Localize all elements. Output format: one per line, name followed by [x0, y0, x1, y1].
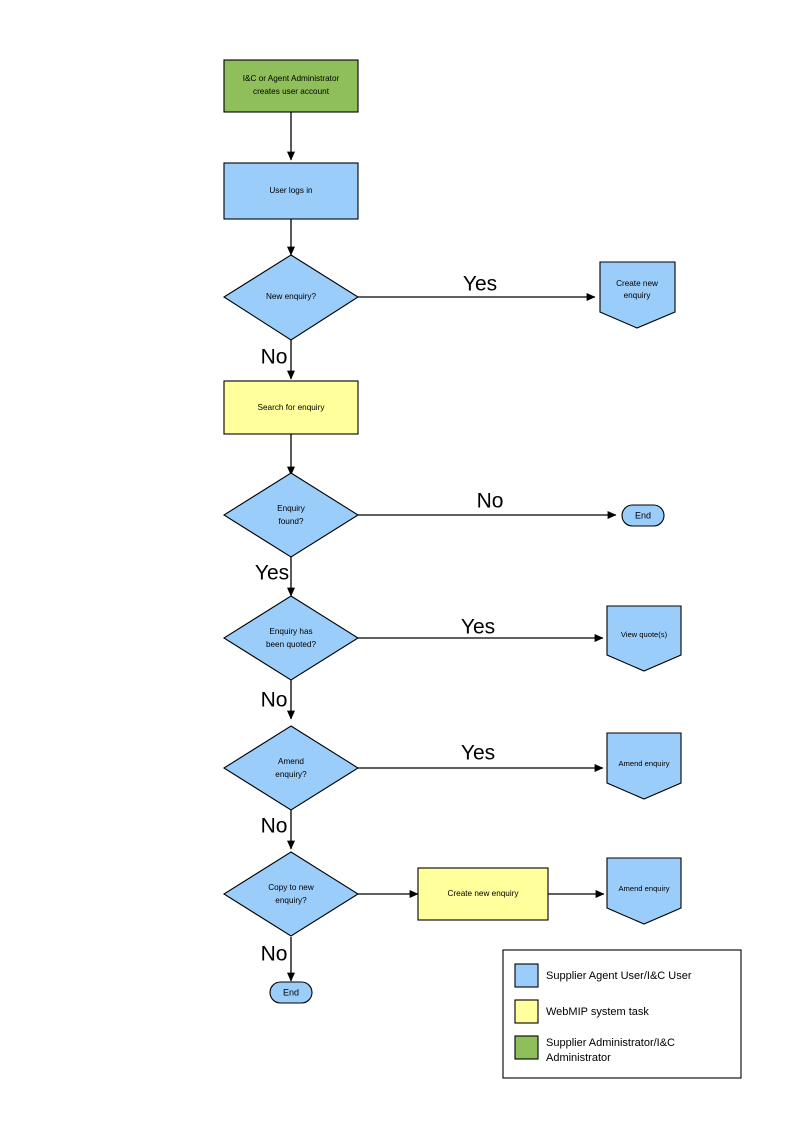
create-new-enquiry-top-shape[interactable]	[599, 261, 676, 329]
create-new-enquiry-bottom-shape[interactable]	[417, 867, 549, 921]
end-bottom-shape[interactable]	[269, 981, 313, 1004]
node-copy-to-new-enquiry-decision[interactable]: Copy to new enquiry?	[222, 851, 360, 937]
amend-enquiry-decision-label-line1: Amend	[278, 757, 304, 766]
node-end-bottom[interactable]: End	[269, 981, 313, 1004]
edge-label-enquiry-quoted-no: No	[261, 689, 288, 712]
view-quotes-label: View quote(s)	[621, 630, 668, 639]
node-end-top[interactable]: End	[621, 504, 665, 527]
edge-label-new-enquiry-no: No	[261, 346, 288, 369]
end-top-label: End	[635, 510, 651, 520]
enquiry-quoted-decision-label-line2: been quoted?	[266, 640, 317, 649]
edge-label-amend-enquiry-no: No	[261, 815, 288, 838]
legend-item-admin: Supplier Administrator/I&C Administrator	[514, 1035, 675, 1064]
user-logs-in-shape[interactable]	[223, 162, 359, 220]
end-top-shape[interactable]	[621, 504, 665, 527]
edge-label-enquiry-quoted-yes: Yes	[461, 616, 495, 639]
new-enquiry-decision-label: New enquiry?	[266, 292, 317, 301]
amend-enquiry-bottom-shape[interactable]	[606, 857, 682, 925]
node-amend-enquiry-decision[interactable]: Amend enquiry?	[222, 725, 360, 811]
enquiry-found-decision-label-line2: found?	[278, 517, 303, 526]
create-new-enquiry-top-label-line1: Create new	[616, 279, 658, 288]
copy-to-new-enquiry-decision-label-line2: enquiry?	[275, 896, 307, 905]
legend-label-system: WebMIP system task	[546, 1006, 649, 1018]
legend-frame	[502, 949, 742, 1079]
amend-enquiry-decision-label-line2: enquiry?	[275, 770, 307, 779]
view-quotes-shape[interactable]	[606, 605, 682, 672]
legend-label-user: Supplier Agent User/I&C User	[546, 970, 692, 982]
new-enquiry-decision-shape[interactable]	[222, 254, 360, 341]
admin-creates-account-label-line1: I&C or Agent Administrator	[243, 74, 340, 83]
edge-labels-layer: Yes No No Yes Yes No Yes No No	[255, 273, 504, 966]
search-for-enquiry-shape[interactable]	[223, 380, 359, 435]
node-create-new-enquiry-top[interactable]: Create new enquiry	[599, 261, 676, 329]
amend-enquiry-decision-shape[interactable]	[222, 725, 360, 811]
edge-label-enquiry-found-yes: Yes	[255, 562, 289, 585]
legend-swatch-user-blue	[514, 963, 539, 988]
edge-label-enquiry-found-no: No	[477, 490, 504, 513]
legend-item-user: Supplier Agent User/I&C User	[514, 963, 692, 988]
legend-label-admin-line2: Administrator	[546, 1052, 611, 1064]
search-for-enquiry-label: Search for enquiry	[258, 403, 326, 412]
node-amend-enquiry-bottom[interactable]: Amend enquiry	[606, 857, 682, 925]
copy-to-new-enquiry-decision-label-line1: Copy to new	[268, 883, 314, 892]
enquiry-found-decision-label-line1: Enquiry	[277, 504, 306, 513]
node-view-quotes[interactable]: View quote(s)	[606, 605, 682, 672]
edge-label-copy-to-new-no: No	[261, 943, 288, 966]
legend-label-admin-line1: Supplier Administrator/I&C	[546, 1037, 675, 1049]
legend-item-system: WebMIP system task	[514, 999, 649, 1024]
legend: Supplier Agent User/I&C User WebMIP syst…	[502, 949, 742, 1079]
create-new-enquiry-bottom-label: Create new enquiry	[448, 889, 520, 898]
enquiry-found-decision-shape[interactable]	[222, 472, 360, 558]
legend-swatch-admin-green	[514, 1035, 539, 1060]
edge-label-new-enquiry-yes: Yes	[463, 273, 497, 296]
node-enquiry-quoted-decision[interactable]: Enquiry has been quoted?	[222, 595, 360, 681]
enquiry-quoted-decision-shape[interactable]	[222, 595, 360, 681]
node-create-new-enquiry-bottom[interactable]: Create new enquiry	[417, 867, 549, 921]
amend-enquiry-mid-label: Amend enquiry	[618, 759, 669, 768]
amend-enquiry-mid-shape[interactable]	[606, 732, 682, 800]
node-enquiry-found-decision[interactable]: Enquiry found?	[222, 472, 360, 558]
copy-to-new-enquiry-decision-shape[interactable]	[222, 851, 360, 937]
enquiry-quoted-decision-label-line1: Enquiry has	[269, 627, 312, 636]
admin-creates-account-shape[interactable]	[223, 59, 359, 113]
admin-creates-account-label-line2: creates user account	[253, 87, 330, 96]
create-new-enquiry-top-label-line2: enquiry	[624, 291, 652, 300]
node-user-logs-in[interactable]: User logs in	[223, 162, 359, 220]
node-new-enquiry-decision[interactable]: New enquiry?	[222, 254, 360, 341]
edge-label-amend-enquiry-yes: Yes	[461, 742, 495, 765]
node-search-for-enquiry[interactable]: Search for enquiry	[223, 380, 359, 435]
edges-layer	[287, 112, 617, 982]
legend-swatch-system-yellow	[514, 999, 539, 1024]
amend-enquiry-bottom-label: Amend enquiry	[618, 884, 669, 893]
node-admin-creates-account[interactable]: I&C or Agent Administrator creates user …	[223, 59, 359, 113]
node-amend-enquiry-mid[interactable]: Amend enquiry	[606, 732, 682, 800]
end-bottom-label: End	[283, 987, 299, 997]
user-logs-in-label: User logs in	[269, 186, 313, 195]
